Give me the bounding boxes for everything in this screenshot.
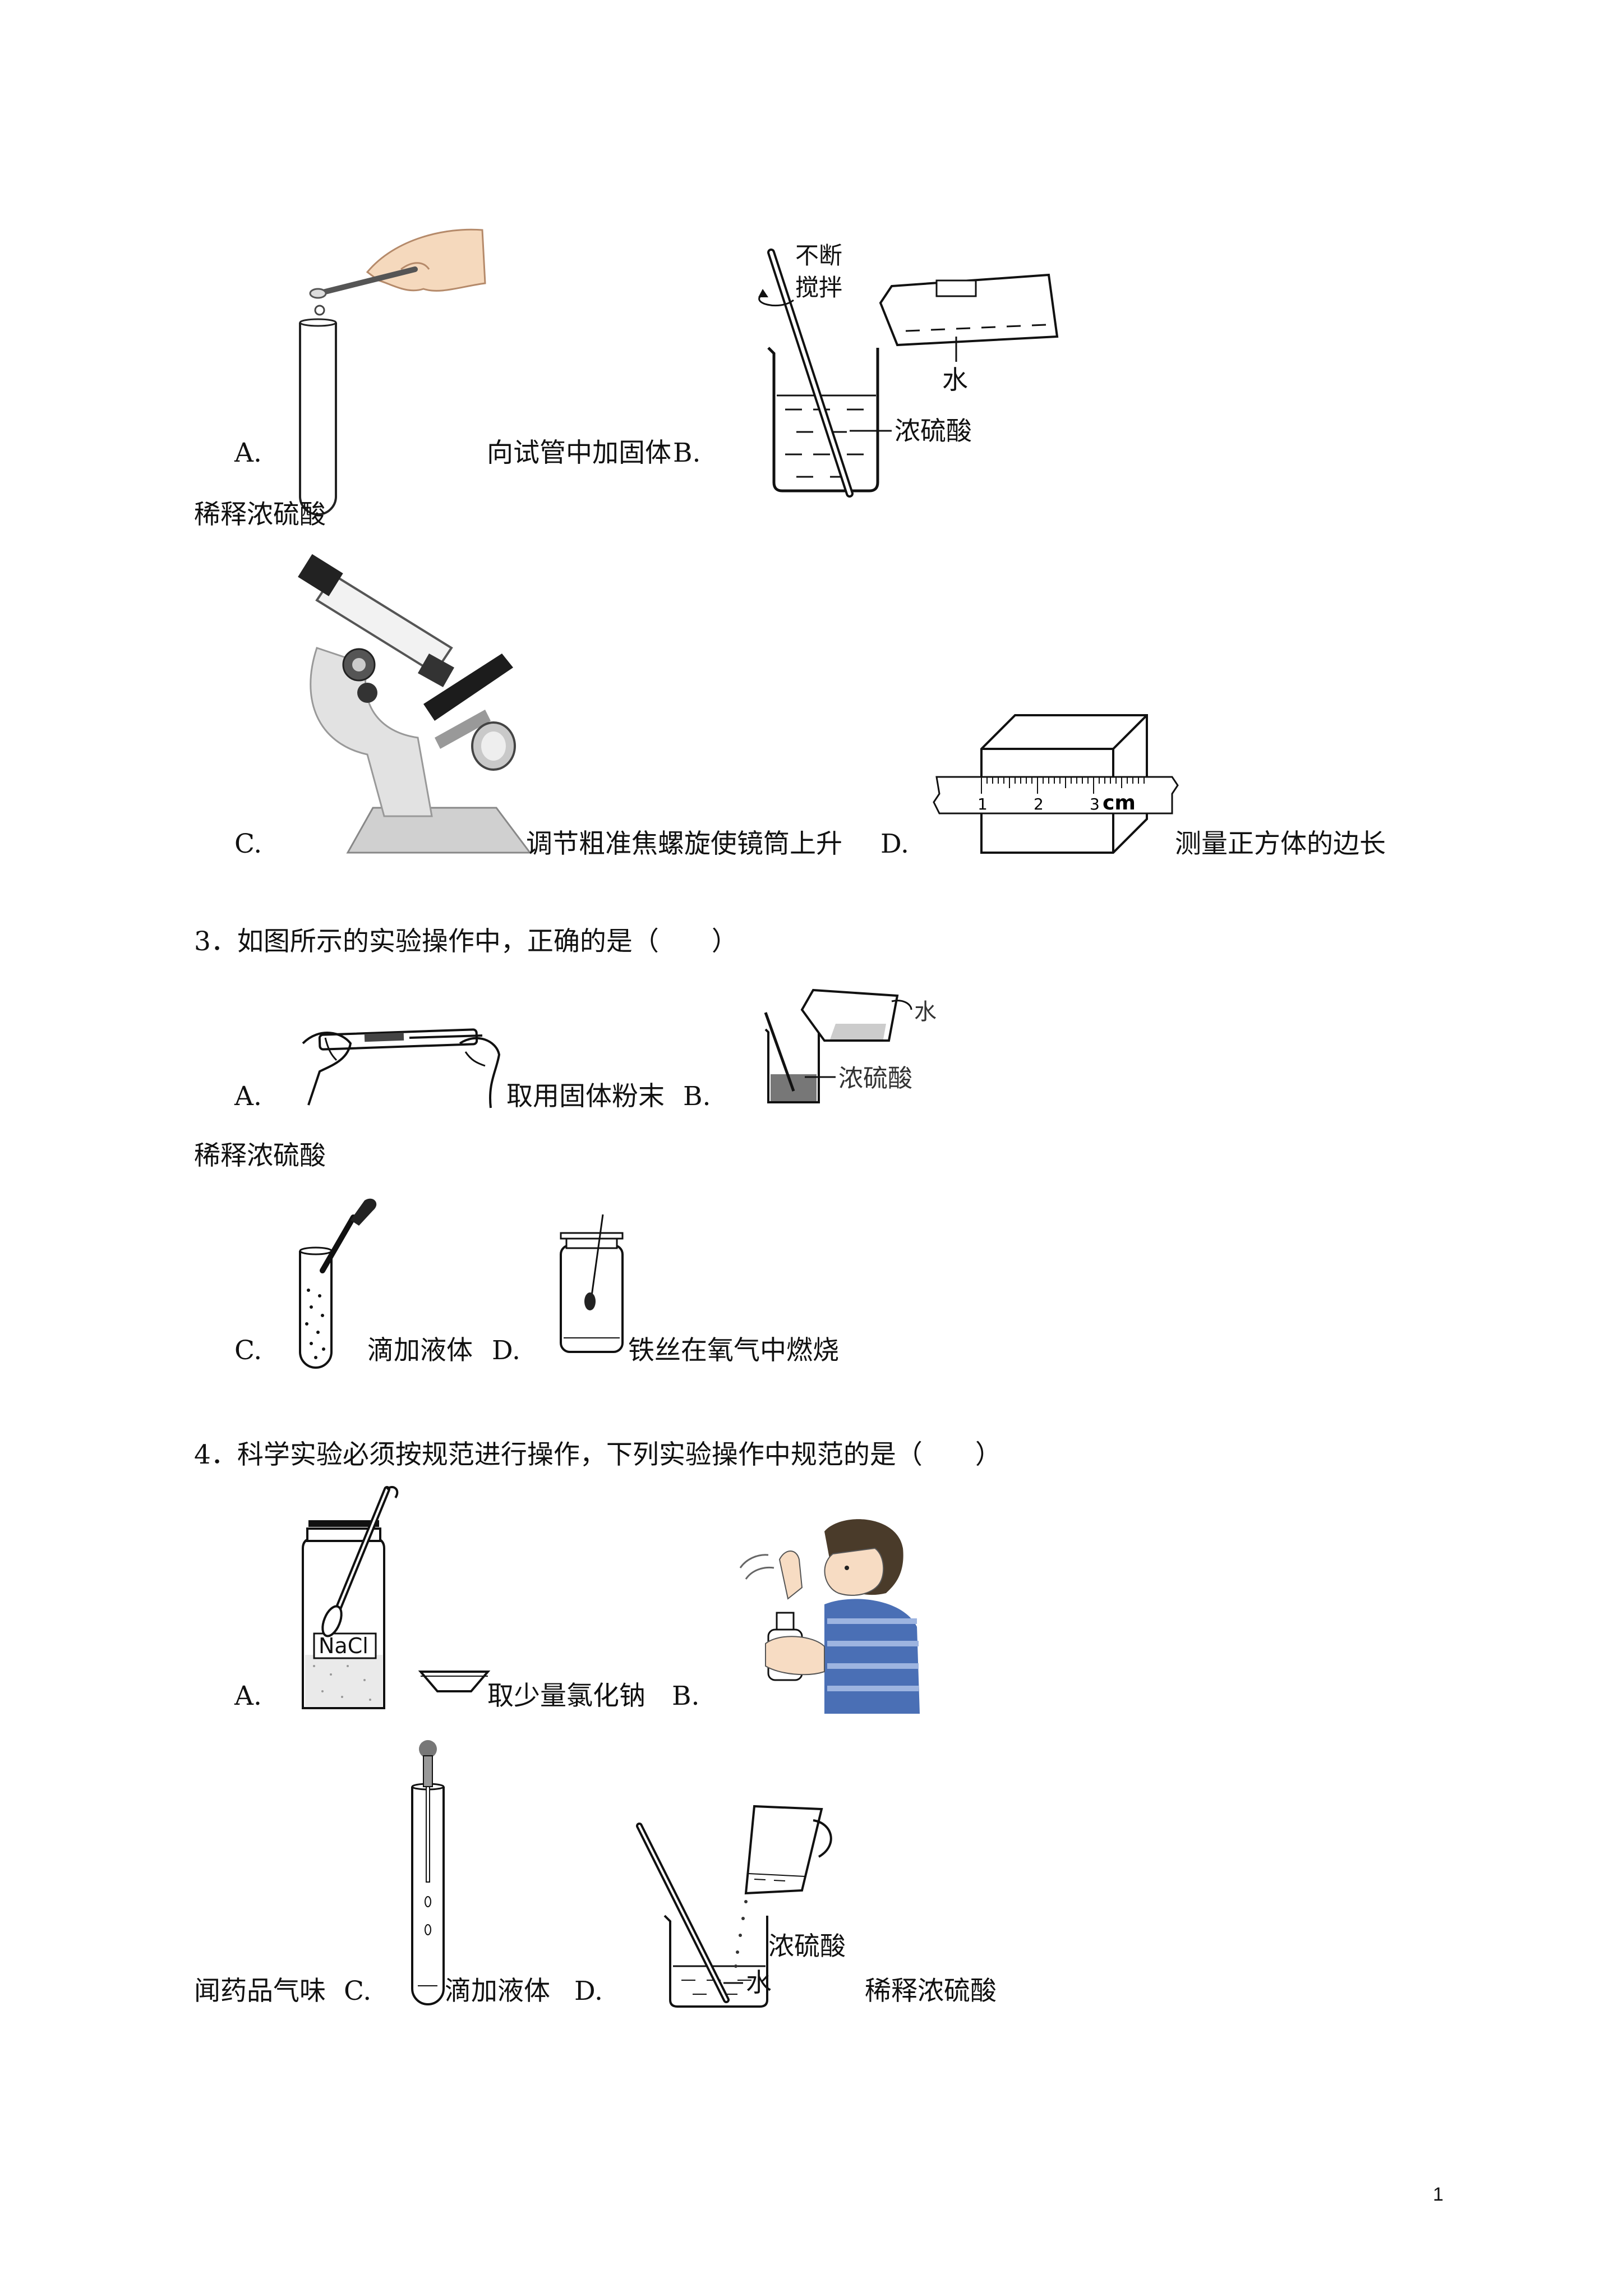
q3-figure-d-iron-wire-burning [555, 1212, 634, 1369]
q4-stem: 4．科学实验必须按规范进行操作，下列实验操作中规范的是（ ） [194, 1439, 1002, 1470]
q3-option-b-caption: 稀释浓硫酸 [194, 1140, 326, 1171]
q2-figure-b-dilute-sulfuric-acid: 不断 搅拌 水 浓硫酸 [751, 241, 1077, 505]
water-label: 水 [942, 365, 968, 395]
q2-option-c-caption: 调节粗准焦螺旋使镜筒上升 [526, 829, 842, 859]
q3-option-b-label: B. [683, 1081, 711, 1112]
q3-option-d-caption: 铁丝在氧气中燃烧 [628, 1335, 839, 1366]
q2-figure-a-add-solid-to-test-tube [294, 216, 496, 516]
q3-figure-b-dilute-sulfuric-acid: 水 浓硫酸 [751, 979, 942, 1114]
q3-option-a-caption: 取用固体粉末 [506, 1081, 665, 1112]
q4-option-d-label: D. [574, 1976, 603, 2007]
q4-option-a-caption: 取少量氯化钠 [487, 1681, 645, 1711]
water-label: 水 [746, 1967, 772, 1998]
q4-figure-d-dilute-sulfuric-acid: 浓硫酸 水 [634, 1798, 858, 2011]
q2-option-b-caption: 稀释浓硫酸 [194, 499, 326, 530]
q2-figure-c-microscope [294, 553, 541, 855]
ruler-unit: cm [1103, 792, 1136, 815]
q2-option-b-label: B. [673, 438, 701, 468]
q2-option-a-label: A. [234, 438, 262, 468]
q4-option-b-caption: 闻药品气味 [194, 1976, 326, 2007]
ruler-tick-3: 3 [1090, 795, 1100, 813]
page-number: 1 [1433, 2184, 1444, 2205]
q3-option-c-label: C. [234, 1335, 262, 1366]
q3-stem: 3．如图所示的实验操作中，正确的是（ ） [194, 926, 738, 957]
q4-option-d-caption: 稀释浓硫酸 [865, 1976, 997, 2007]
water-label: 水 [914, 999, 937, 1025]
q2-option-d-caption: 测量正方体的边长 [1175, 829, 1386, 859]
q2-figure-d-ruler-and-cube: 1 2 3 cm [931, 710, 1189, 858]
q2-option-c-label: C. [234, 829, 262, 859]
q3-option-a-label: A. [234, 1081, 262, 1112]
ruler-tick-2: 2 [1034, 795, 1044, 813]
stir-label-2: 搅拌 [795, 274, 842, 301]
q3-option-c-caption: 滴加液体 [367, 1335, 473, 1366]
q3-figure-c-dropper-into-test-tube [294, 1195, 384, 1369]
ruler-tick-1: 1 [978, 795, 988, 813]
q4-option-b-label: B. [672, 1681, 700, 1711]
q4-option-c-label: C. [344, 1976, 372, 2007]
q3-figure-a-powder-with-paper-trough [297, 1010, 522, 1111]
q4-figure-a-take-sodium-chloride: NaCl [292, 1486, 494, 1711]
q4-figure-b-smell-reagent [735, 1515, 937, 1717]
q2-option-a-caption: 向试管中加固体 [487, 438, 671, 468]
acid-label: 浓硫酸 [895, 416, 972, 446]
q3-option-d-label: D. [492, 1335, 520, 1366]
q4-option-a-label: A. [234, 1681, 262, 1711]
bottle-label: NaCl [319, 1634, 368, 1658]
q4-option-c-caption: 滴加液体 [445, 1976, 550, 2007]
acid-label: 浓硫酸 [838, 1064, 912, 1093]
stir-label-1: 不断 [795, 242, 842, 269]
q4-figure-c-dropper-inside-test-tube [404, 1739, 454, 2008]
acid-label: 浓硫酸 [768, 1931, 846, 1961]
q2-option-d-label: D. [880, 829, 909, 859]
